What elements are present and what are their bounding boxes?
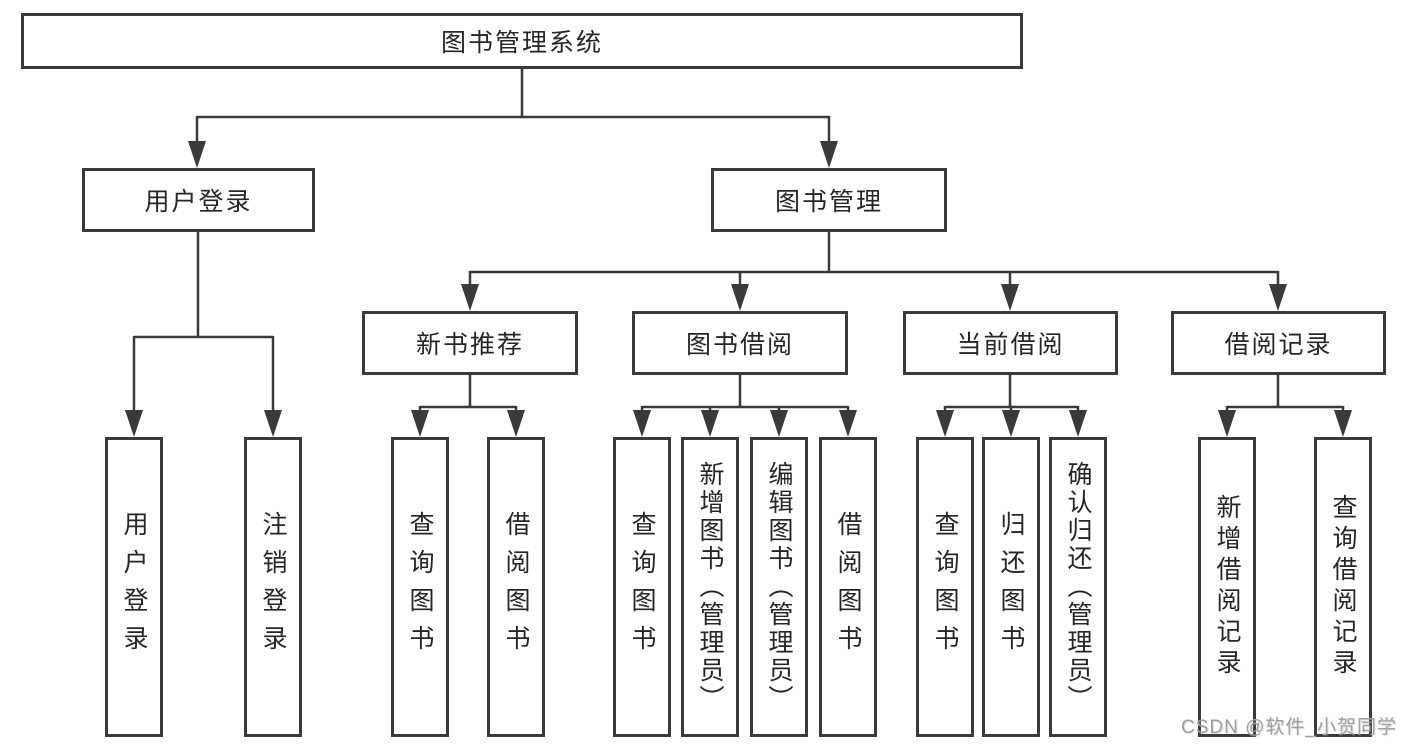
arrowheads [125, 141, 1352, 437]
leaf-logout: 注销登录 [244, 437, 302, 737]
arrow-to-borrowing-records [1269, 284, 1287, 311]
leaf-return-books: 归还图书 [982, 437, 1040, 737]
leaf-add-book-admin: 新增图书（管理员） [681, 437, 739, 737]
leaf-add-book-admin-label: 新增图书（管理员） [696, 461, 724, 713]
arrow-to-leaf-borrow-books-1 [507, 410, 525, 437]
arrow-to-leaf-query-borrow-record [1334, 410, 1352, 437]
arrow-to-leaf-add-borrow-record [1218, 410, 1236, 437]
node-system-root-label: 图书管理系统 [440, 29, 603, 57]
connector-user-login-group [132, 232, 275, 413]
leaf-edit-book-admin-label: 编辑图书（管理员） [765, 461, 793, 713]
leaf-borrow-books-1: 借阅图书 [487, 437, 545, 737]
node-borrowing-records: 借阅记录 [1171, 311, 1386, 375]
leaf-edit-book-admin: 编辑图书（管理员） [750, 437, 808, 737]
leaf-query-books-1: 查询图书 [391, 437, 449, 737]
connector-book-borrowing-group [640, 375, 850, 413]
leaf-borrow-books-1-label: 借阅图书 [502, 511, 530, 663]
node-user-login-group-label: 用户登录 [144, 188, 253, 216]
node-book-management-label: 图书管理 [774, 188, 883, 216]
node-system-root: 图书管理系统 [21, 13, 1023, 69]
connector-borrowing-records-group [1225, 375, 1345, 413]
leaf-query-borrow-record: 查询借阅记录 [1314, 437, 1372, 737]
arrow-to-book-management [820, 141, 838, 168]
leaf-query-books-3-label: 查询图书 [931, 511, 959, 663]
arrow-to-leaf-query-books-2 [633, 410, 651, 437]
arrow-to-leaf-confirm-return [1069, 410, 1087, 437]
leaf-user-login: 用户登录 [105, 437, 163, 737]
arrow-to-leaf-edit-book [770, 410, 788, 437]
arrow-to-leaf-user-login [125, 410, 143, 437]
connector-book-management-group [468, 232, 1280, 287]
leaf-confirm-return-admin-label: 确认归还（管理员） [1064, 461, 1092, 713]
arrow-to-user-login [188, 141, 206, 168]
arrow-to-leaf-query-books-1 [411, 410, 429, 437]
node-borrowing-records-label: 借阅记录 [1224, 331, 1333, 359]
node-book-borrowing: 图书借阅 [632, 311, 848, 375]
arrow-to-leaf-add-book [701, 410, 719, 437]
arrow-to-current-borrowing [1001, 284, 1019, 311]
leaf-borrow-books-2: 借阅图书 [819, 437, 877, 737]
arrow-to-leaf-logout [264, 410, 282, 437]
arrow-to-new-book-recommend [461, 284, 479, 311]
node-book-management: 图书管理 [711, 168, 947, 232]
node-new-book-recommend-label: 新书推荐 [415, 331, 524, 359]
connector-current-borrowing-group [943, 375, 1080, 413]
leaf-return-books-label: 归还图书 [997, 511, 1025, 663]
node-new-book-recommend: 新书推荐 [362, 311, 578, 375]
node-book-borrowing-label: 图书借阅 [685, 331, 794, 359]
leaf-query-books-2-label: 查询图书 [628, 511, 656, 663]
arrow-to-book-borrowing [731, 284, 749, 311]
node-current-borrowing: 当前借阅 [903, 311, 1118, 375]
leaf-add-borrow-record: 新增借阅记录 [1198, 437, 1256, 737]
arrow-to-leaf-return-books [1002, 410, 1020, 437]
arrow-to-leaf-borrow-books-2 [839, 410, 857, 437]
watermark: CSDN @软件_小贺同学 [1181, 717, 1397, 738]
leaf-borrow-books-2-label: 借阅图书 [834, 511, 862, 663]
leaf-confirm-return-admin: 确认归还（管理员） [1049, 437, 1107, 737]
connector-new-book-group [418, 375, 518, 413]
leaf-query-books-3: 查询图书 [916, 437, 974, 737]
leaf-query-books-2: 查询图书 [613, 437, 671, 737]
connector-root-to-level2 [195, 69, 831, 144]
leaf-user-login-label: 用户登录 [120, 511, 148, 663]
leaf-logout-label: 注销登录 [259, 511, 287, 663]
leaf-query-books-1-label: 查询图书 [406, 511, 434, 663]
arrow-to-leaf-query-books-3 [936, 410, 954, 437]
node-current-borrowing-label: 当前借阅 [956, 331, 1065, 359]
node-user-login-group: 用户登录 [82, 168, 315, 232]
leaf-query-borrow-record-label: 查询借阅记录 [1329, 494, 1357, 680]
leaf-add-borrow-record-label: 新增借阅记录 [1213, 494, 1241, 680]
